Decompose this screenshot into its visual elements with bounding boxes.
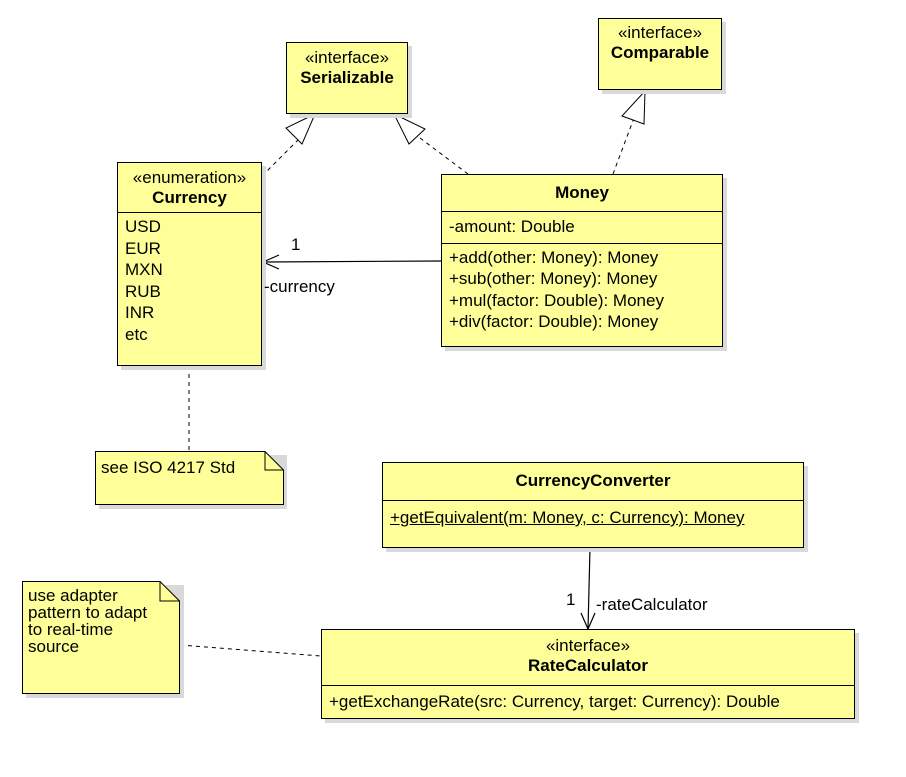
adapter-note[interactable]: use adapter pattern to adapt to real-tim…: [22, 581, 184, 698]
converter-rate-association: [587, 547, 591, 630]
multiplicity-label: 1: [566, 590, 576, 609]
money-serializable-realization: [419, 137, 469, 175]
note-shape: [95, 451, 287, 509]
attributes-section: -amount: Double: [442, 211, 722, 243]
class-name: Money: [555, 183, 609, 202]
operations-section: +getExchangeRate(src: Currency, target: …: [322, 685, 854, 716]
operations-section: +getEquivalent(m: Money, c: Currency): M…: [383, 500, 803, 532]
note-text: use adapter pattern to adapt to real-tim…: [28, 586, 148, 656]
comparable-interface-box[interactable]: «interface» Comparable: [598, 18, 722, 90]
enum-literal: INR: [125, 303, 155, 322]
stereotype-label: «interface»: [304, 48, 390, 67]
class-name: Comparable: [610, 43, 710, 62]
money-currency-association: [262, 260, 442, 263]
operations-section: +add(other: Money): Money +sub(other: Mo…: [442, 242, 722, 336]
iso-note[interactable]: see ISO 4217 Std: [95, 451, 291, 509]
enum-literal: MXN: [125, 260, 163, 279]
stereotype-label: «interface»: [545, 636, 631, 655]
enum-literal: etc: [125, 324, 148, 344]
currency-serializable-realization: [261, 137, 301, 177]
class-name: Serializable: [300, 68, 394, 87]
multiplicity-label: 1: [291, 235, 301, 254]
operation: +mul(factor: Double): Money: [449, 290, 664, 310]
realization-arrowhead: [621, 89, 646, 125]
realization-arrowhead: [392, 112, 426, 145]
operation: +div(factor: Double): Money: [449, 312, 659, 331]
rate-calculator-interface-box[interactable]: «interface» RateCalculator +getExchangeR…: [321, 629, 855, 719]
operation: +getExchangeRate(src: Currency, target: …: [329, 692, 780, 711]
currency-enumeration-box[interactable]: «enumeration» Currency USD EUR MXN RUB I…: [117, 162, 262, 366]
enum-literal: USD: [125, 217, 161, 236]
serializable-interface-box[interactable]: «interface» Serializable: [286, 42, 408, 114]
class-name: CurrencyConverter: [515, 471, 671, 490]
money-comparable-realization: [612, 117, 635, 175]
operation: +sub(other: Money): Money: [449, 269, 658, 288]
static-operation: +getEquivalent(m: Money, c: Currency): M…: [390, 508, 745, 527]
money-class-box[interactable]: Money -amount: Double +add(other: Money)…: [441, 174, 723, 347]
role-label: -currency: [264, 277, 335, 296]
class-name: Currency: [152, 188, 227, 207]
adapter-note-anchor: [179, 644, 322, 657]
enum-literal: EUR: [125, 238, 161, 258]
realization-arrowhead: [285, 112, 316, 145]
note-shape: [22, 581, 184, 698]
attribute: -amount: Double: [449, 217, 575, 236]
enum-literal: RUB: [125, 281, 161, 301]
literals-section: USD EUR MXN RUB INR etc: [118, 212, 261, 348]
currency-converter-class-box[interactable]: CurrencyConverter +getEquivalent(m: Mone…: [382, 462, 804, 548]
note-text: see ISO 4217 Std: [101, 458, 236, 477]
role-label: -rateCalculator: [596, 595, 708, 614]
association-arrowhead: [261, 254, 280, 270]
stereotype-label: «enumeration»: [132, 168, 247, 187]
class-name: RateCalculator: [528, 656, 648, 675]
operation: +add(other: Money): Money: [449, 247, 659, 267]
stereotype-label: «interface»: [617, 23, 703, 42]
